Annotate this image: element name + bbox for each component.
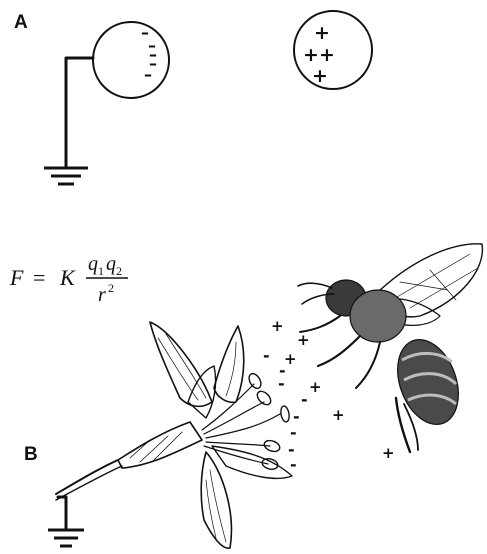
ground-wire: [66, 58, 93, 166]
grounded-sphere: – – – – –: [93, 22, 169, 98]
ground-symbol-icon: [48, 530, 84, 546]
formula-power: 2: [108, 281, 114, 295]
negative-charge: -: [263, 346, 270, 365]
positive-charge: +: [319, 44, 335, 66]
negative-charge: –: [144, 65, 152, 84]
positive-charge: +: [309, 378, 322, 396]
flower-illustration: [56, 322, 292, 548]
positive-charge: +: [303, 44, 319, 66]
formula-k: K: [59, 265, 76, 290]
positive-charge: +: [382, 444, 395, 462]
formula-equals: =: [33, 265, 45, 290]
formula-q1: q: [88, 253, 98, 275]
positive-charge: +: [297, 331, 310, 349]
positive-charge: +: [312, 65, 328, 87]
positive-charge: +: [332, 406, 345, 424]
charged-sphere: + + + +: [294, 11, 372, 89]
ground-symbol-icon: [44, 168, 88, 184]
panel-b-label: B: [24, 444, 38, 465]
formula-r: r: [98, 284, 106, 306]
formula-f: F: [9, 265, 24, 290]
formula-q2: q: [106, 253, 116, 275]
negative-charge: -: [290, 455, 297, 474]
positive-charge: +: [284, 350, 297, 368]
coulomb-formula: F = K q 1 q 2 r 2: [9, 253, 128, 306]
positive-charge: +: [314, 22, 330, 44]
formula-sub1: 1: [98, 264, 104, 278]
panel-a-label: A: [14, 12, 28, 33]
flower-ground-wire: [58, 497, 66, 528]
negative-charge: -: [278, 374, 285, 393]
bee-illustration: [298, 244, 482, 452]
negative-charge: -: [301, 390, 308, 409]
positive-charge: +: [271, 317, 284, 335]
formula-sub2: 2: [116, 264, 122, 278]
